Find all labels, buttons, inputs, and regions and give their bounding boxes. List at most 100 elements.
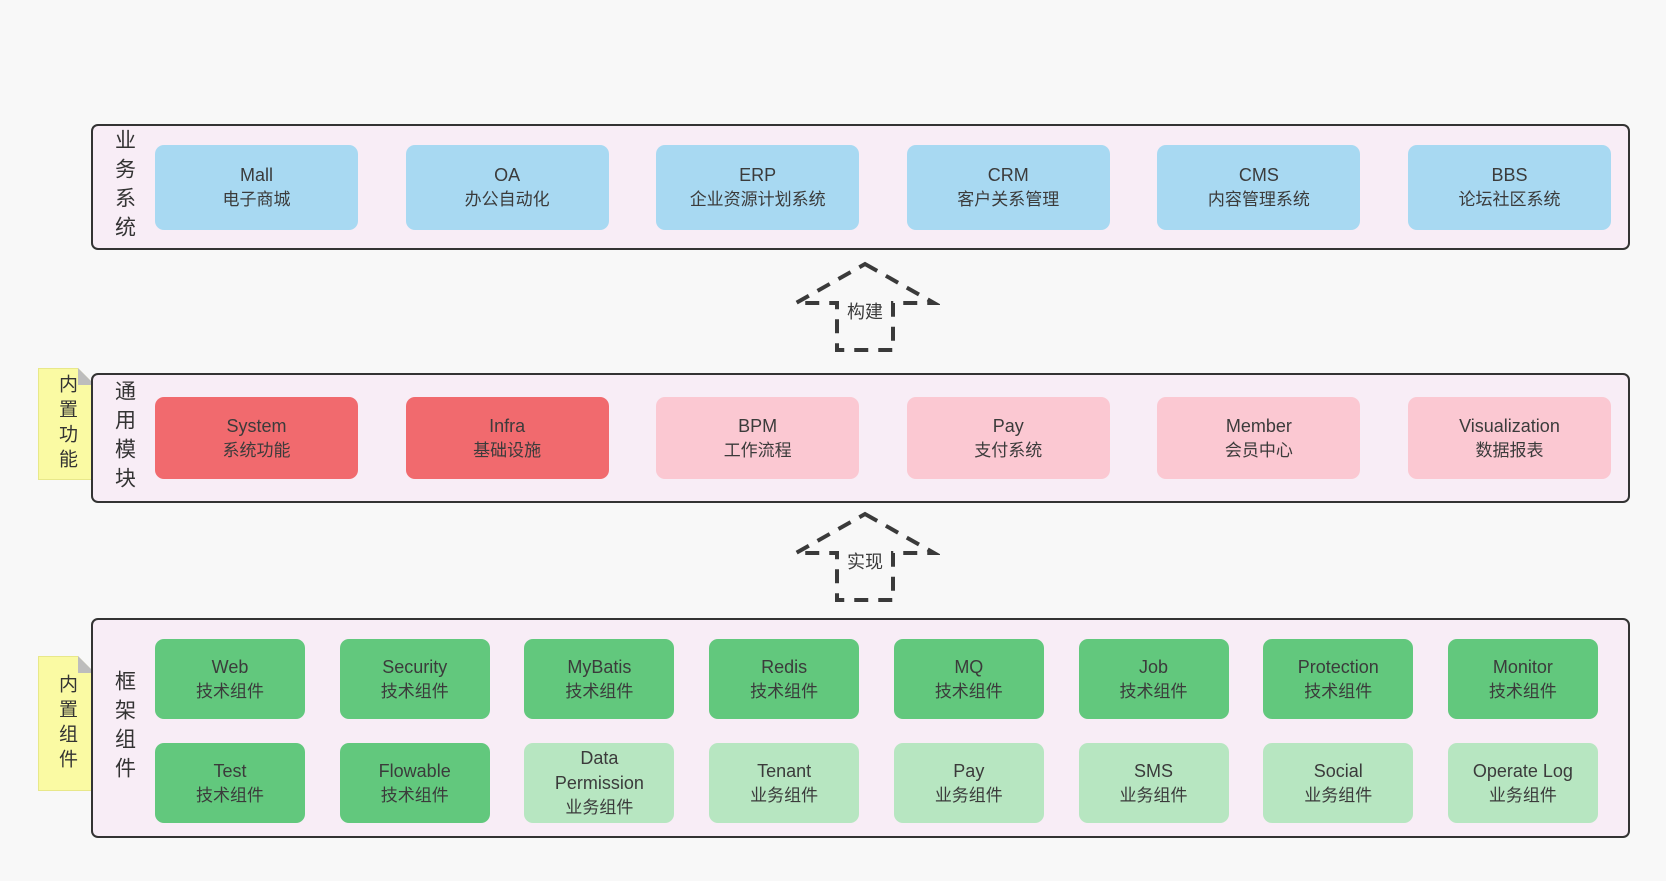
- box-title: CRM: [987, 164, 1029, 185]
- box-subtitle: 会员中心: [1224, 440, 1293, 460]
- box-subtitle: 技术组件: [1119, 681, 1188, 701]
- box-operate-log: Operate Log 业务组件: [1447, 743, 1598, 823]
- box-subtitle: 技术组件: [196, 785, 264, 805]
- box-subtitle: 技术组件: [196, 681, 264, 701]
- box-subtitle: 技术组件: [380, 785, 449, 805]
- box-subtitle: 工作流程: [723, 440, 792, 460]
- box-subtitle: 技术组件: [750, 681, 819, 701]
- box-bpm: BPM 工作流程: [656, 397, 860, 479]
- box-title: OA: [494, 164, 521, 185]
- sticky-note-label: 内置组件: [56, 673, 77, 774]
- box-title: Web: [211, 656, 249, 677]
- box-subtitle: 企业资源计划系统: [689, 189, 826, 209]
- box-subtitle: 技术组件: [380, 681, 449, 701]
- box-crm: CRM 客户关系管理: [906, 144, 1110, 230]
- box-subtitle: 业务组件: [565, 798, 634, 818]
- box-title: Job: [1139, 656, 1169, 677]
- box-subtitle: 业务组件: [1304, 785, 1373, 805]
- box-subtitle: 办公自动化: [464, 189, 550, 209]
- box-mall: Mall 电子商城: [155, 144, 358, 230]
- box-flowable: Flowable 技术组件: [339, 743, 490, 823]
- sticky-note-builtin-components: 内置组件: [38, 656, 95, 791]
- box-title: ERP: [739, 164, 777, 185]
- box-mybatis: MyBatis 技术组件: [524, 639, 675, 719]
- box-title: System: [226, 415, 287, 436]
- box-title: BPM: [738, 415, 778, 436]
- box-title: Infra: [489, 415, 526, 436]
- box-cms: CMS 内容管理系统: [1157, 144, 1361, 230]
- box-title: BBS: [1491, 164, 1528, 185]
- arrow-label: 实现: [843, 547, 887, 575]
- box-redis: Redis 技术组件: [709, 639, 860, 719]
- folded-corner-icon: [78, 656, 95, 673]
- box-title: Operate Log: [1472, 760, 1573, 781]
- box-title: Member: [1225, 415, 1292, 436]
- box-title: Visualization: [1459, 415, 1560, 436]
- band-label: 通用模块: [112, 380, 136, 496]
- arrow-label: 构建: [843, 297, 887, 325]
- box-subtitle: 技术组件: [1304, 681, 1373, 701]
- box-subtitle: 支付系统: [974, 440, 1043, 460]
- box-protection: Protection 技术组件: [1263, 639, 1414, 719]
- arrow-implement: 实现: [790, 511, 940, 603]
- box-title: Protection: [1297, 656, 1379, 677]
- box-oa: OA 办公自动化: [405, 144, 609, 230]
- band-label: 框架组件: [112, 670, 136, 786]
- box-subtitle: 内容管理系统: [1207, 189, 1310, 209]
- box-subtitle: 论坛社区系统: [1458, 189, 1561, 209]
- box-subtitle: 客户关系管理: [957, 189, 1060, 209]
- box-title: Tenant: [757, 760, 812, 781]
- box-security: Security 技术组件: [339, 639, 490, 719]
- box-visualization: Visualization 数据报表: [1407, 397, 1611, 479]
- box-title: Pay: [953, 760, 985, 781]
- box-title: Pay: [992, 415, 1024, 436]
- box-title: CMS: [1238, 164, 1279, 185]
- box-title: Security: [382, 656, 448, 677]
- box-pay: Pay 支付系统: [906, 397, 1110, 479]
- box-mq: MQ 技术组件: [893, 639, 1044, 719]
- folded-corner-icon: [78, 368, 95, 385]
- box-subtitle: 数据报表: [1475, 440, 1544, 460]
- box-erp: ERP 企业资源计划系统: [656, 144, 860, 230]
- box-subtitle: 基础设施: [473, 440, 542, 460]
- box-title: MQ: [954, 656, 984, 677]
- box-subtitle: 技术组件: [934, 681, 1003, 701]
- box-subtitle: 业务组件: [1488, 785, 1557, 805]
- box-bbs: BBS 论坛社区系统: [1407, 144, 1611, 230]
- up-block-arrow-icon: [790, 261, 940, 352]
- box-subtitle: 电子商城: [222, 189, 291, 209]
- box-member: Member 会员中心: [1157, 397, 1361, 479]
- box-infra: Infra 基础设施: [405, 397, 609, 479]
- box-title: MyBatis: [567, 656, 632, 677]
- box-subtitle: 业务组件: [1119, 785, 1188, 805]
- arrow-build: 构建: [790, 261, 940, 353]
- box-title: Test: [213, 760, 247, 781]
- box-web: Web 技术组件: [155, 639, 305, 719]
- box-row: System 系统功能 Infra 基础设施 BPM 工作流程 Pay 支付系统 Member 会…: [155, 375, 1628, 501]
- band-label: 业务系统: [112, 129, 136, 245]
- sticky-note-builtin-features: 内置功能: [38, 368, 95, 480]
- band-rail: 通用模块: [93, 375, 155, 501]
- box-row: Mall 电子商城 OA 办公自动化 ERP 企业资源计划系统 CRM 客户关系管理 CMS 内容…: [155, 126, 1628, 248]
- box-title: Mall: [239, 164, 273, 185]
- box-title: Monitor: [1492, 656, 1553, 677]
- band-common-modules: 通用模块 System 系统功能 Infra 基础设施 BPM 工作流程 Pay 支付系统 Me…: [91, 373, 1630, 503]
- box-title: Flowable: [378, 760, 451, 781]
- box-title: Redis: [761, 656, 808, 677]
- box-test: Test 技术组件: [155, 743, 305, 823]
- band-business-systems: 业务系统 Mall 电子商城 OA 办公自动化 ERP 企业资源计划系统 CRM 客户关系管理…: [91, 124, 1630, 250]
- band-rail: 框架组件: [93, 620, 155, 836]
- box-subtitle: 系统功能: [222, 440, 291, 460]
- band-rail: 业务系统: [93, 126, 155, 248]
- box-subtitle: 技术组件: [565, 681, 634, 701]
